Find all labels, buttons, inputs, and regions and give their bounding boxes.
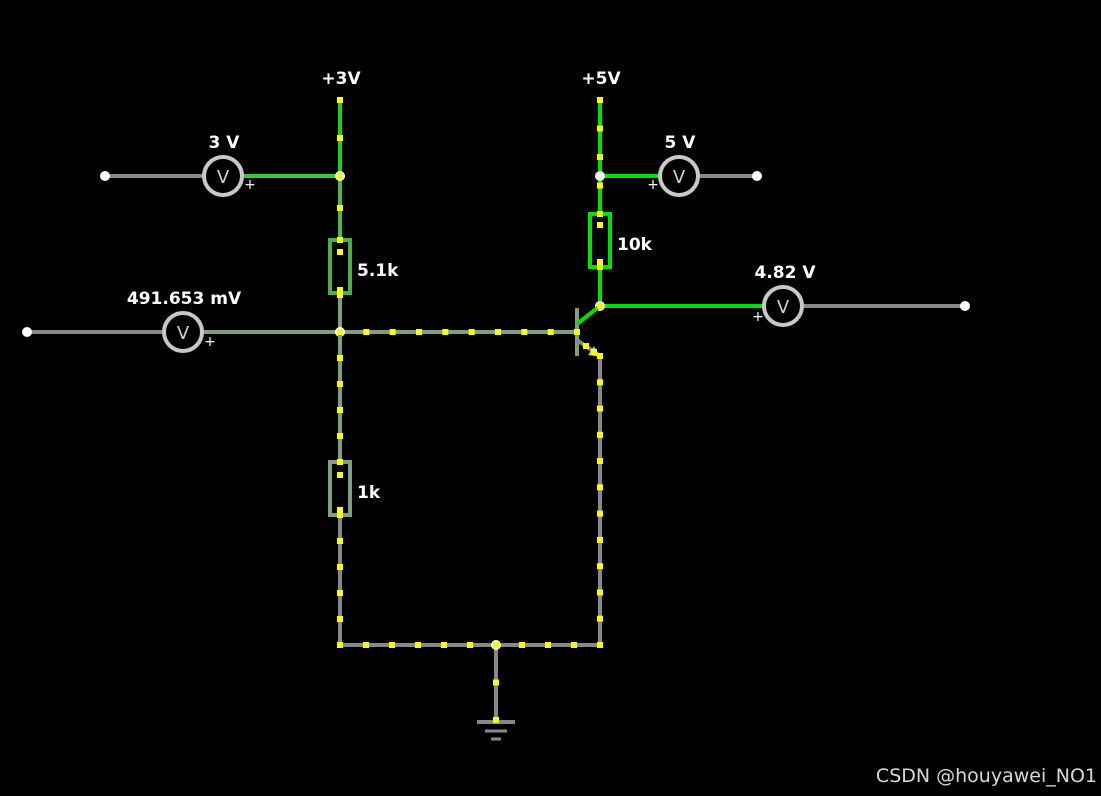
current-dot [337,249,343,255]
current-dot [337,507,343,513]
current-dot [337,538,343,544]
voltmeter-1[interactable]: V + 3 V [100,133,340,197]
current-dot [597,563,603,570]
voltmeter-4[interactable]: V + 491.653 mV [22,289,340,353]
ground-icon [477,720,515,741]
voltmeter-reading: 3 V [209,133,241,153]
terminal-dot[interactable] [22,327,32,337]
current-dot [597,211,603,217]
current-dot [591,349,597,355]
rail-5v: +5V [581,69,621,214]
current-dot [389,642,395,648]
current-dot [337,173,343,179]
voltmeter-symbol: V [217,167,230,188]
terminal-dot[interactable] [100,171,110,181]
current-dot [597,259,603,265]
resistor-label: 5.1k [357,261,399,281]
current-dot [597,303,603,309]
current-dot [493,717,499,723]
current-dot [337,407,343,413]
rail-node[interactable] [595,171,605,181]
current-dot [597,615,603,622]
voltmeter-plus: + [647,177,659,193]
current-dot [337,237,343,243]
current-dot [337,459,343,465]
current-dot [547,329,554,335]
rail-3v: +3V [321,69,361,240]
current-dot [337,329,343,335]
current-dot [337,292,343,298]
current-dot [337,472,343,478]
current-dot [389,329,396,335]
watermark: CSDN @houyawei_NO1 [876,765,1097,787]
current-dot [337,205,343,211]
current-dot [583,343,589,349]
current-dot [597,431,603,438]
current-dot [337,564,343,570]
current-dot [597,353,603,359]
current-dot [337,642,343,648]
current-dot [337,433,343,439]
rail-3v-label: +3V [321,69,361,89]
voltmeter-reading: 4.82 V [754,263,816,283]
current-dot [597,642,603,648]
current-dot [416,329,422,335]
voltmeter-symbol: V [777,297,790,318]
current-dot [495,329,501,335]
current-dot [441,642,447,648]
current-dot [337,97,343,103]
current-dot [545,642,551,648]
voltmeter-2[interactable]: V + 5 V [595,133,762,197]
current-dot [493,679,499,686]
current-dot [337,381,343,387]
voltmeter-plus: + [204,334,216,350]
current-dot [597,182,603,189]
voltmeter-symbol: V [673,167,686,188]
current-dot [597,536,603,543]
current-dot [337,590,343,596]
current-dot [571,642,577,648]
current-flow-dots [337,97,603,723]
current-dot [597,97,603,103]
current-dot [337,287,343,293]
current-dot [363,329,370,335]
current-dot [363,642,369,648]
current-dot [597,154,603,160]
current-dot [574,329,580,335]
current-dot [519,642,525,648]
current-dot [467,642,473,648]
voltmeter-plus: + [752,309,764,325]
current-dot [415,642,421,648]
resistor-1k[interactable]: 1k [328,332,381,645]
current-dot [597,458,603,465]
voltmeter-3[interactable]: V + 4.82 V [600,263,970,327]
terminal-dot[interactable] [960,301,970,311]
current-dot [337,135,343,141]
current-dot [493,642,499,648]
current-dot [597,379,603,386]
current-dot [597,484,603,491]
current-dot [597,405,603,412]
rail-5v-label: +5V [581,69,621,89]
voltmeter-reading: 5 V [665,133,697,153]
current-dot [597,510,603,517]
current-dot [337,355,343,361]
current-dot [597,264,603,270]
current-dot [468,329,475,335]
current-dot [337,512,343,518]
terminal-dot[interactable] [752,171,762,181]
resistor-label: 10k [617,235,653,255]
current-dot [442,329,449,335]
voltmeter-plus: + [244,177,256,193]
voltmeter-symbol: V [177,323,190,344]
current-dot [521,329,528,335]
current-dot [337,616,343,622]
current-dot [597,589,603,596]
current-dot [597,125,603,132]
resistor-label: 1k [357,483,381,503]
voltmeter-reading: 491.653 mV [127,289,242,309]
current-dot [597,222,603,228]
